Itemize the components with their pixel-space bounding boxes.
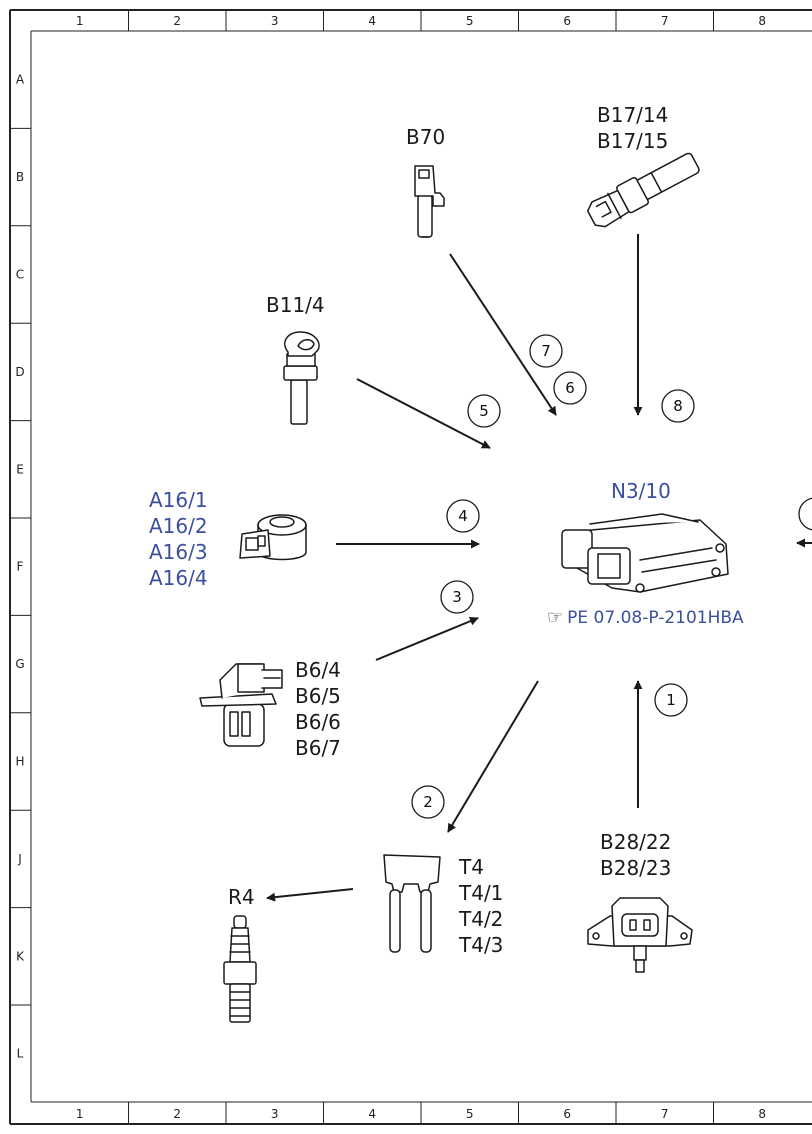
- grid-column-label-top: 4: [368, 14, 376, 28]
- grid-column-label-bottom: 6: [563, 1107, 571, 1121]
- svg-text:1: 1: [666, 691, 676, 709]
- grid-row-label: A: [16, 73, 25, 87]
- grid-column-label-bottom: 1: [76, 1107, 84, 1121]
- grid-row-label: J: [17, 852, 22, 866]
- reference-link-text: PE 07.08-P-2101HBA: [567, 608, 744, 628]
- label-b70: B70: [406, 125, 446, 149]
- label-b17-line: B17/14: [597, 103, 669, 127]
- label-t4-line: T4/2: [459, 907, 504, 931]
- callout-4: 4: [446, 499, 480, 533]
- svg-text:8: 8: [673, 397, 683, 415]
- grid-row-label: E: [16, 462, 24, 476]
- callout-6: 6: [553, 371, 587, 405]
- svg-text:3: 3: [452, 588, 462, 606]
- label-b11: B11/4: [266, 293, 325, 317]
- label-b17-line: B17/15: [597, 129, 669, 153]
- label-a16: A16/1 A16/2 A16/3 A16/4: [149, 487, 208, 591]
- callout-8: 8: [661, 389, 695, 423]
- grid-column-label-bottom: 4: [368, 1107, 376, 1121]
- label-b6-line: B6/6: [295, 710, 341, 734]
- grid-row-label: G: [15, 657, 24, 671]
- label-n3: N3/10: [611, 479, 671, 503]
- b6-sensor-drawing: [199, 663, 283, 747]
- label-b6-line: B6/5: [295, 684, 341, 708]
- grid-column-label-top: 8: [758, 14, 766, 28]
- callout-7: 7: [529, 334, 563, 368]
- grid-column-label-top: 7: [661, 14, 669, 28]
- grid-column-label-bottom: 5: [466, 1107, 474, 1121]
- n3-control-unit-drawing: [561, 513, 729, 593]
- grid-row-label: C: [16, 268, 24, 282]
- grid-row-label: H: [15, 755, 24, 769]
- grid-row-label: D: [15, 365, 24, 379]
- label-a16-line: A16/4: [149, 566, 208, 590]
- grid-column-label-bottom: 8: [758, 1107, 766, 1121]
- label-t4-line: T4/3: [459, 933, 504, 957]
- label-a16-line: A16/2: [149, 514, 208, 538]
- cropped-circle: [798, 497, 812, 531]
- label-t4-line: T4/1: [459, 881, 504, 905]
- grid-column-label-top: 5: [466, 14, 474, 28]
- b70-sensor-drawing: [414, 165, 445, 238]
- svg-text:7: 7: [541, 342, 551, 360]
- label-b17: B17/14 B17/15: [597, 102, 668, 154]
- label-b6-line: B6/4: [295, 658, 341, 682]
- grid-column-label-top: 1: [76, 14, 84, 28]
- svg-text:6: 6: [565, 379, 575, 397]
- grid-column-label-top: 2: [173, 14, 181, 28]
- svg-text:5: 5: [479, 402, 489, 420]
- grid-column-label-top: 3: [271, 14, 279, 28]
- grid-row-label: L: [17, 1047, 24, 1061]
- label-b6: B6/4 B6/5 B6/6 B6/7: [295, 657, 341, 761]
- b11-sensor-drawing: [283, 331, 320, 425]
- grid-column-label-bottom: 3: [271, 1107, 279, 1121]
- arrow-3: [375, 616, 479, 661]
- label-r4: R4: [228, 885, 255, 909]
- r4-spark-plug-drawing: [223, 915, 257, 1023]
- callout-3: 3: [440, 580, 474, 614]
- callout-2: 2: [411, 785, 445, 819]
- label-b28: B28/22 B28/23: [600, 829, 671, 881]
- label-t4-line: T4: [459, 855, 484, 879]
- arrow-r4: [266, 888, 354, 902]
- a16-sensor-drawing: [239, 514, 307, 561]
- arrow-2: [447, 680, 539, 833]
- grid-column-label-bottom: 7: [661, 1107, 669, 1121]
- pointing-hand-icon: ☞: [547, 607, 564, 628]
- label-b28-line: B28/23: [600, 856, 672, 880]
- label-b6-line: B6/7: [295, 736, 341, 760]
- callout-1: 1: [654, 683, 688, 717]
- grid-row-label: B: [16, 170, 24, 184]
- svg-text:4: 4: [458, 507, 468, 525]
- grid-column-label-top: 6: [563, 14, 571, 28]
- label-b28-line: B28/22: [600, 830, 672, 854]
- grid-row-label: K: [16, 949, 25, 963]
- b28-sensor-drawing: [587, 897, 693, 973]
- arrow-6-7: [449, 253, 557, 416]
- label-a16-line: A16/3: [149, 540, 208, 564]
- label-a16-line: A16/1: [149, 488, 208, 512]
- grid-row-label: F: [17, 560, 24, 574]
- label-t4: T4 T4/1 T4/2 T4/3: [459, 854, 503, 958]
- svg-text:2: 2: [423, 793, 433, 811]
- arrow-5: [356, 378, 491, 449]
- b17-sensor-drawing: [586, 152, 700, 228]
- reference-link[interactable]: ☞PE 07.08-P-2101HBA: [547, 607, 744, 628]
- grid-column-label-bottom: 2: [173, 1107, 181, 1121]
- callout-5: 5: [467, 394, 501, 428]
- t4-ignition-coil-drawing: [383, 854, 441, 953]
